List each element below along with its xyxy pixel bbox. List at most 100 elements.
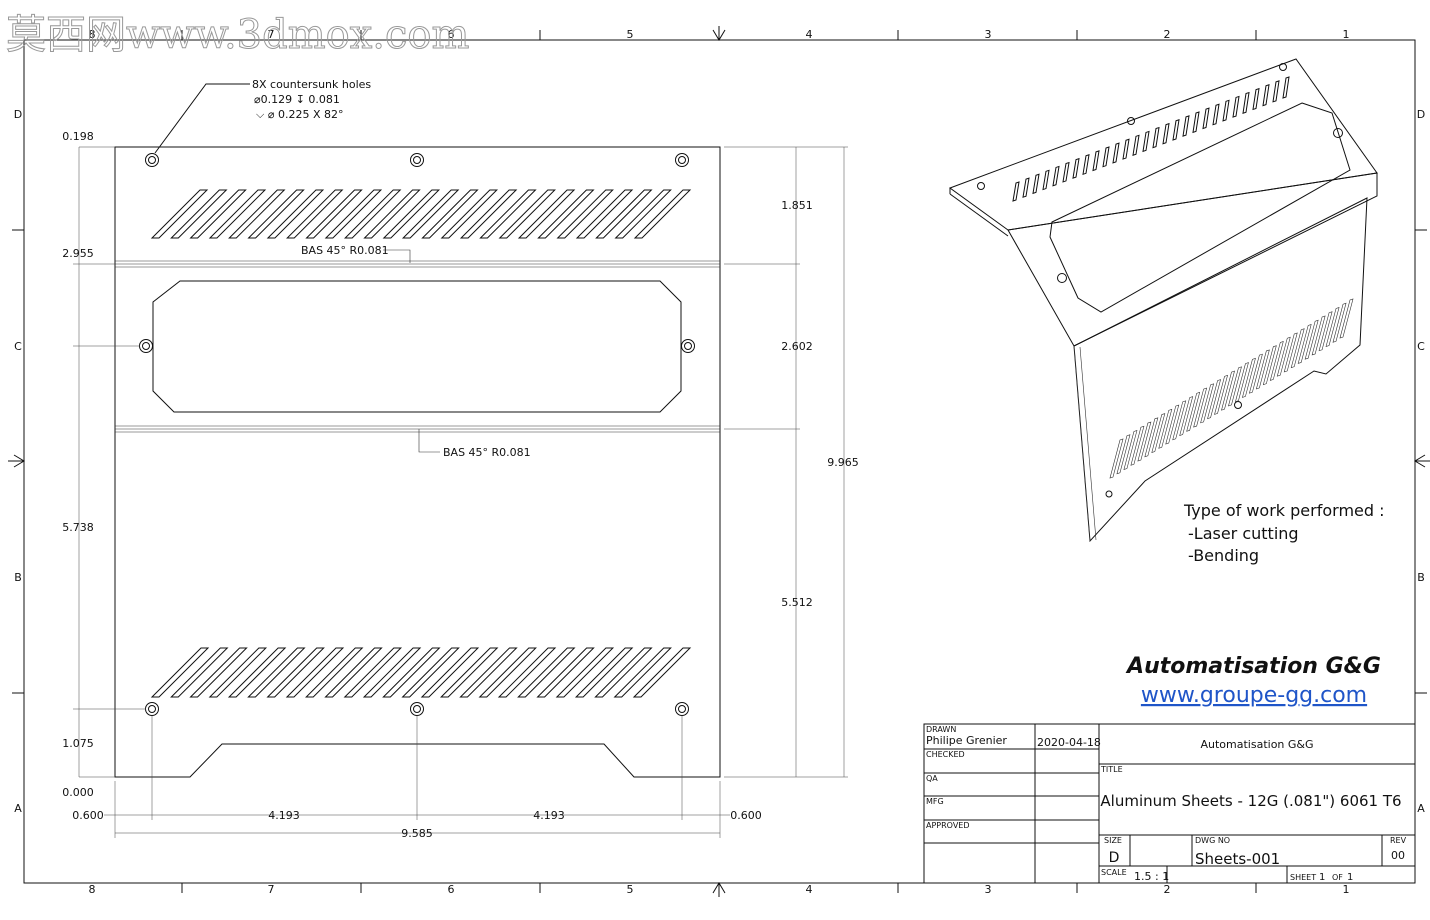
iso-vent-slot — [1325, 307, 1340, 347]
zone-row-label: C — [1417, 340, 1425, 353]
dim-left-0000: 0.000 — [62, 786, 94, 799]
iso-vent-slot — [1290, 328, 1305, 369]
iso-vent-slot — [1165, 404, 1180, 445]
vent-slot — [362, 647, 422, 698]
vent-slot — [421, 189, 479, 239]
iso-vent-slot — [1130, 425, 1145, 466]
vent-slot — [401, 189, 460, 239]
zone-col-label: 1 — [1343, 28, 1350, 41]
left-extension-lines — [73, 146, 146, 778]
zone-col-label: 4 — [806, 28, 813, 41]
vent-slot — [459, 647, 518, 698]
window-cutout — [152, 280, 682, 413]
vent-slot — [189, 647, 248, 698]
hole-callout-leader — [154, 83, 250, 154]
vent-slot — [614, 189, 672, 239]
zone-col-label: 2 — [1164, 883, 1171, 896]
right-extension-lines — [724, 146, 848, 778]
zone-row-label: B — [1417, 571, 1425, 584]
tb-dwg-no: Sheets-001 — [1195, 850, 1280, 868]
iso-vent-slot — [1232, 95, 1240, 118]
isometric-view — [948, 58, 1378, 543]
vent-slot — [343, 647, 403, 698]
iso-vent-slot — [1137, 421, 1152, 462]
countersunk-hole — [675, 702, 689, 716]
iso-vent-slot — [1318, 311, 1333, 352]
tb-company: Automatisation G&G — [1200, 738, 1313, 751]
iso-vent-slot — [1082, 154, 1090, 176]
zone-labels-bottom: 8 7 6 5 4 3 2 1 — [89, 883, 1350, 896]
iso-holes — [977, 63, 1343, 498]
vent-slot — [266, 647, 325, 698]
vent-slot — [208, 189, 267, 239]
centering-marks — [8, 26, 1430, 897]
iso-vent-slot — [1221, 370, 1235, 411]
dim-left-5738: 5.738 — [62, 521, 94, 534]
iso-vent-slot — [1123, 430, 1138, 470]
tb-of-label: OF — [1332, 873, 1343, 882]
iso-vent-slot — [1109, 438, 1124, 479]
vent-slot — [575, 189, 634, 239]
vent-slot — [401, 647, 460, 698]
tb-scale: 1.5 : 1 — [1134, 870, 1169, 883]
iso-vent-slot — [1202, 107, 1210, 130]
dim-left-1075: 1.075 — [62, 737, 94, 750]
work-notes-heading: Type of work performed : — [1183, 501, 1385, 520]
iso-vent-slot — [1162, 122, 1170, 145]
iso-vent-slot — [1012, 181, 1020, 202]
vent-slot — [517, 647, 576, 698]
tb-sheet-total: 1 — [1347, 872, 1353, 883]
iso-vent-slot — [1182, 115, 1190, 137]
tb-sheet-num: 1 — [1319, 872, 1325, 883]
iso-vent-slot — [1255, 349, 1270, 390]
vent-slot — [536, 647, 595, 698]
bend-note-bottom: BAS 45° R0.081 — [443, 446, 531, 459]
iso-vent-slot — [1172, 400, 1187, 441]
iso-vent-slot — [1022, 177, 1030, 198]
dim-right-2602: 2.602 — [781, 340, 813, 353]
hole-callout-line3: ⌵ ⌀ 0.225 X 82° — [256, 108, 343, 121]
vent-slot — [497, 647, 557, 698]
vent-slots-top — [150, 189, 692, 239]
title-block: DRAWN Philipe Grenier 2020-04-18 CHECKED… — [923, 723, 1416, 884]
countersunk-hole — [410, 702, 424, 716]
iso-vent-slot — [1042, 169, 1050, 191]
iso-top-flange — [948, 58, 1378, 231]
iso-vent-slot — [1144, 417, 1159, 458]
vent-slot — [595, 189, 653, 239]
vent-slot — [613, 647, 672, 698]
zone-row-label: A — [14, 802, 22, 815]
iso-vent-slot — [1282, 76, 1290, 99]
vent-slot — [439, 647, 499, 698]
vent-slot — [305, 189, 363, 239]
iso-vent-slot — [1262, 84, 1270, 107]
bend-line-top — [115, 260, 720, 268]
iso-hole — [1105, 490, 1113, 498]
iso-vent-slot — [1151, 413, 1166, 454]
iso-vent-slot — [1116, 434, 1131, 475]
iso-vent-slot — [1122, 138, 1130, 160]
countersunk-hole — [681, 339, 695, 353]
iso-front-panel — [1007, 172, 1378, 347]
iso-vent-slot — [1186, 391, 1201, 432]
company-url[interactable]: www.groupe-gg.com — [1141, 683, 1367, 708]
iso-lower-panel — [1073, 197, 1368, 543]
zone-col-label: 3 — [985, 883, 992, 896]
zone-col-label: 2 — [1164, 28, 1171, 41]
dim-right-5512: 5.512 — [781, 596, 813, 609]
iso-vent-slot — [1212, 103, 1220, 126]
tb-checked-label: CHECKED — [926, 750, 965, 759]
iso-vent-slot — [1248, 353, 1263, 394]
vent-slot — [170, 189, 228, 239]
iso-vent-slots-bottom — [1109, 298, 1354, 479]
vent-slot — [247, 189, 305, 239]
zone-col-label: 6 — [448, 28, 455, 41]
zone-labels-left: D C B A — [14, 108, 22, 815]
iso-vent-slot — [1214, 374, 1228, 415]
tb-qa-label: QA — [926, 774, 938, 783]
vent-slot — [556, 189, 614, 239]
vent-slot — [633, 189, 692, 239]
iso-vent-slot — [1242, 91, 1250, 114]
vent-slot — [382, 647, 441, 698]
vent-slot — [594, 647, 653, 698]
